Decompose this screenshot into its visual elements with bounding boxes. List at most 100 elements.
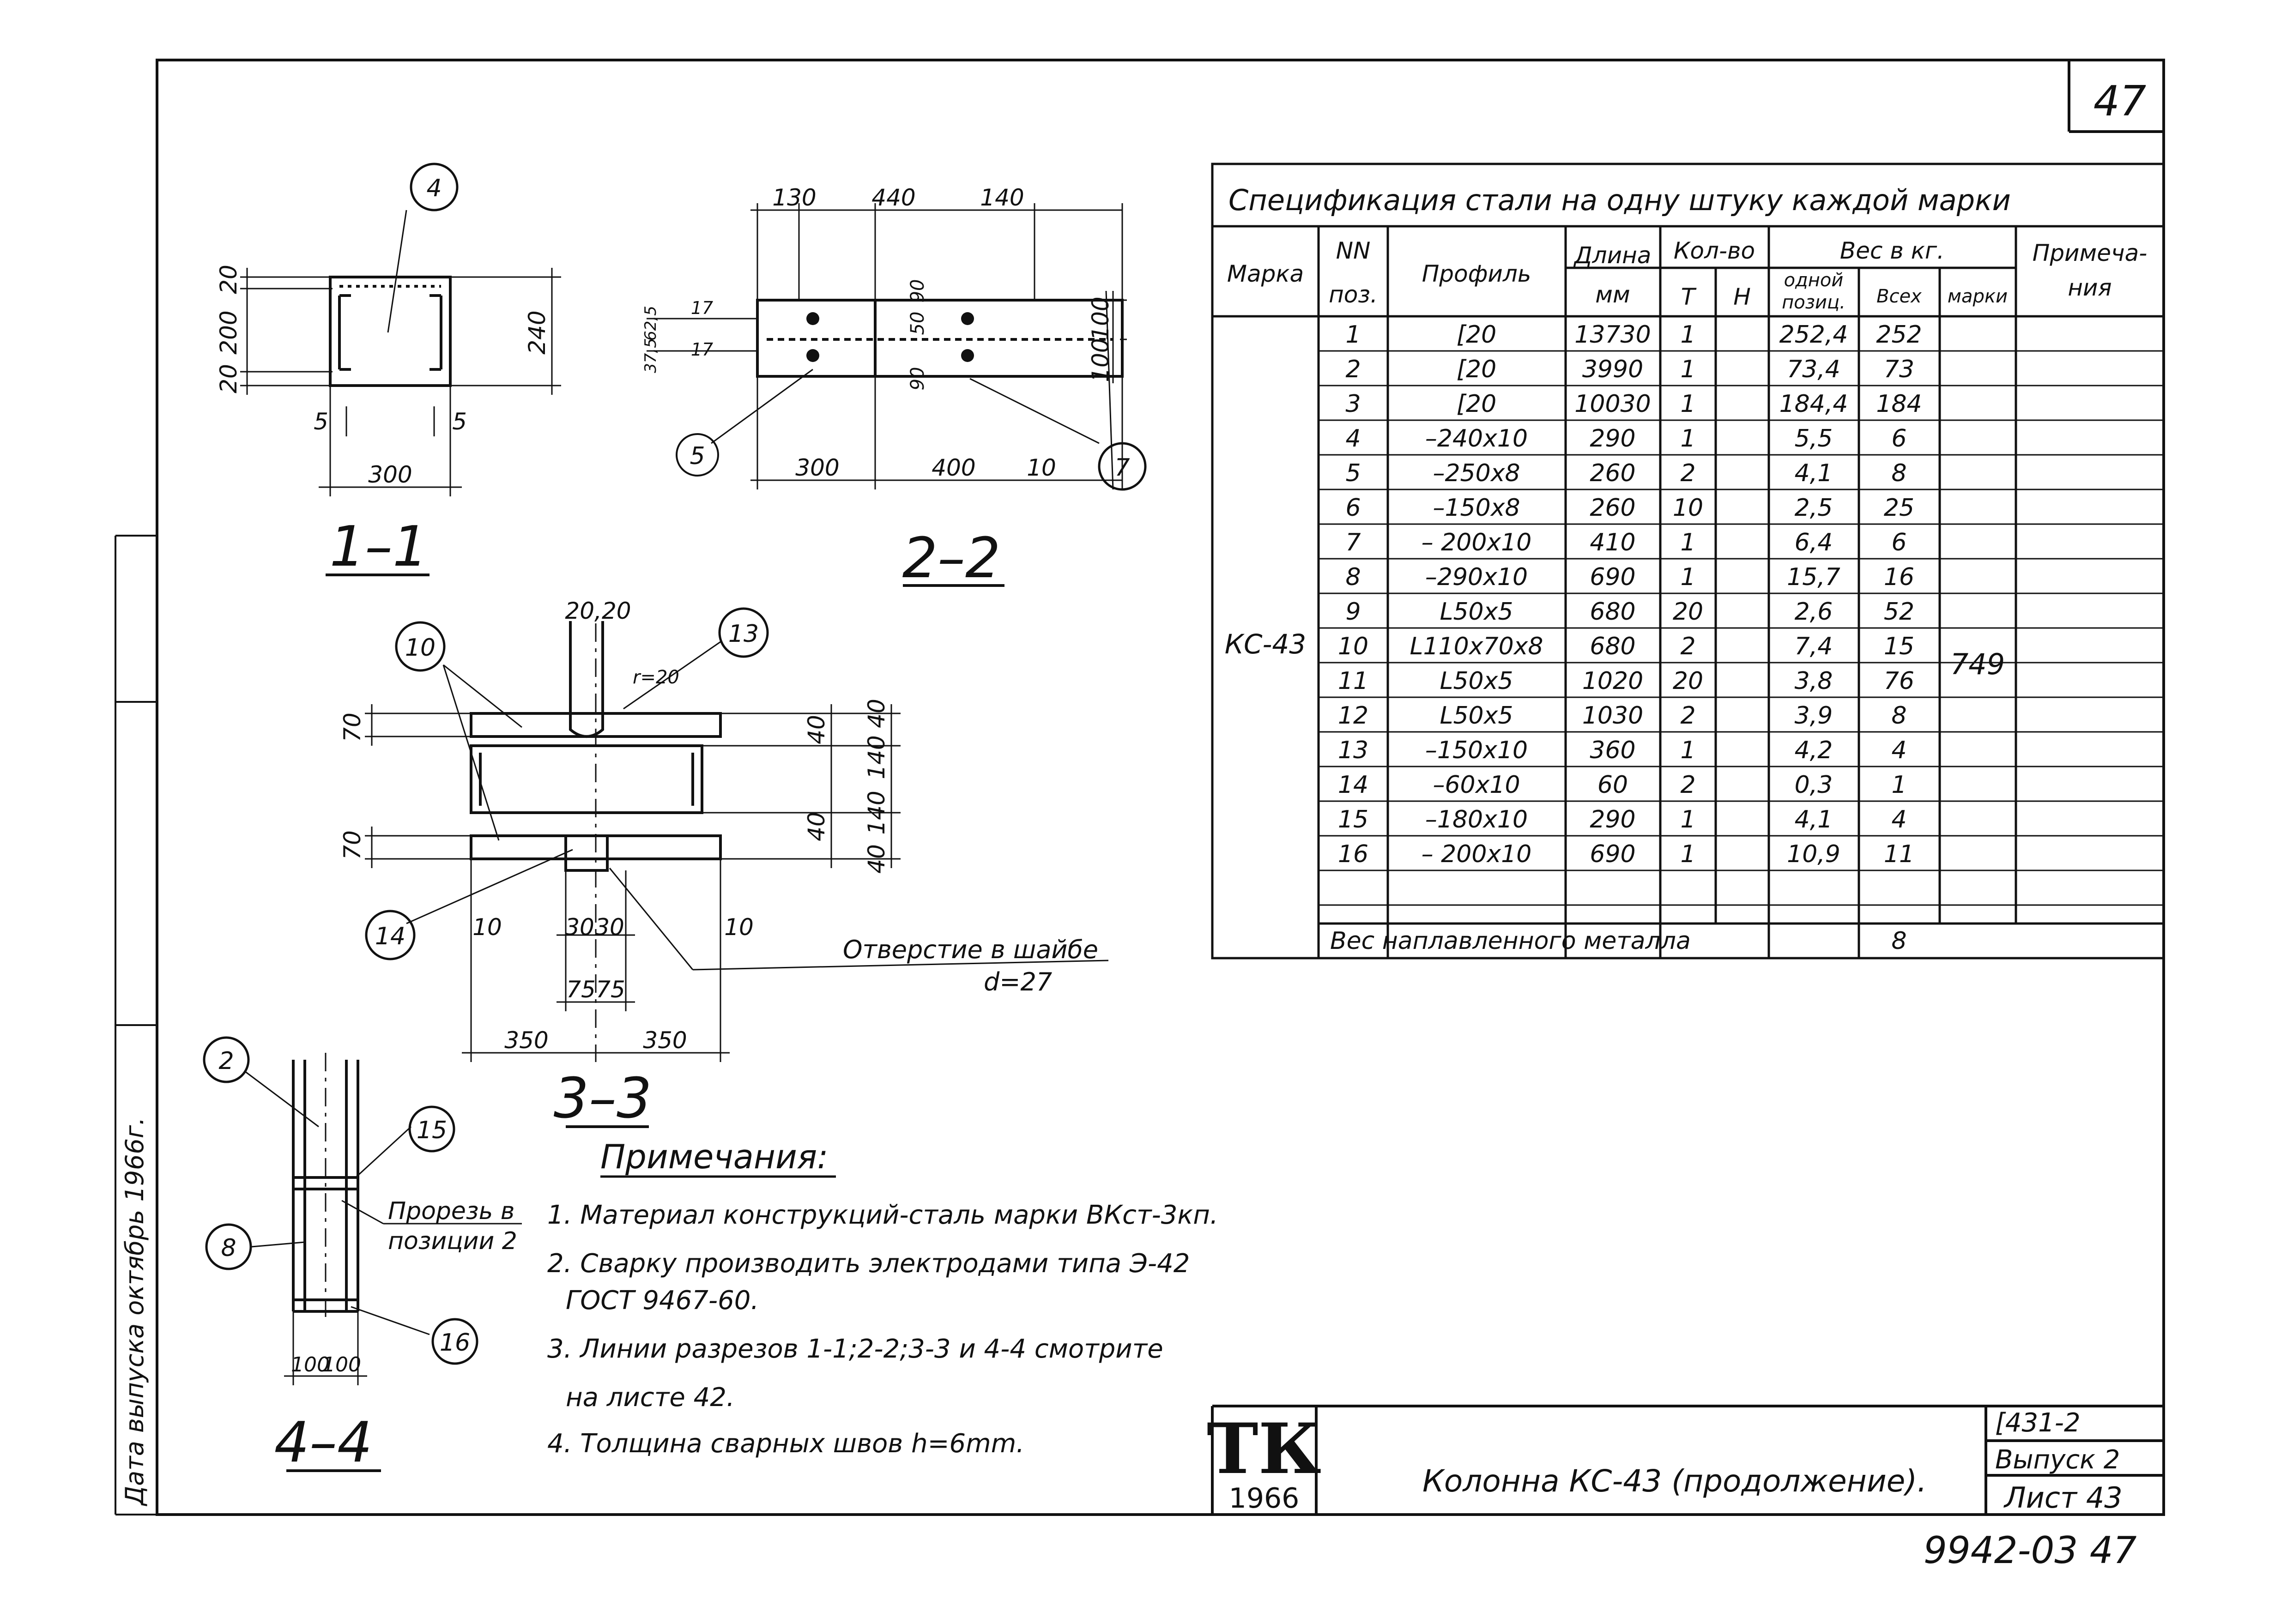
weld-all: 8 (1891, 927, 1906, 955)
spec-cell-length: 260 (1590, 459, 1635, 487)
spec-cell-length: 10030 (1574, 390, 1651, 418)
hdr-qty-t: Т (1681, 284, 1697, 310)
note-4: 4. Толщина сварных швов h=6mm. (547, 1429, 1024, 1459)
spec-cell-t: 2 (1680, 459, 1695, 487)
stamp-title: Колонна КС-43 (продолжение). (1422, 1463, 1927, 1499)
spec-table: Спецификация стали на одну штуку каждой … (1211, 163, 2165, 960)
spec-cell-t: 1 (1680, 390, 1695, 418)
dim-20a: 20 (215, 265, 242, 294)
stamp-logo: ТК (1207, 1408, 1321, 1490)
dim-240: 240 (524, 310, 551, 354)
spec-cell-one: 0,3 (1795, 771, 1833, 799)
notes-title: Примечания: (600, 1137, 828, 1176)
label-4-4: 4–4 (274, 1411, 373, 1475)
dim-90a: 90 (907, 279, 928, 303)
stamp-series: [431-2 (1995, 1408, 2081, 1438)
dim-10b-33: 10 (724, 914, 754, 941)
callout-16: 16 (440, 1329, 470, 1357)
spec-cell-all: 11 (1884, 840, 1914, 868)
dim-300-22: 300 (795, 454, 839, 481)
dim-350a: 350 (504, 1027, 548, 1054)
note-3b: на листе 42. (566, 1383, 735, 1413)
hdr-length-1: Длина (1573, 242, 1652, 269)
hole-d: d=27 (984, 967, 1052, 996)
spec-cell-pos: 4 (1345, 425, 1361, 453)
dim-300: 300 (368, 461, 412, 488)
spec-cell-one: 6,4 (1795, 529, 1833, 556)
spec-cell-one: 3,8 (1795, 667, 1833, 695)
spec-cell-one: 252,4 (1779, 321, 1848, 349)
section-3-3: 10 13 14 20,20 r=20 70 70 40 40 40 140 1… (339, 598, 1109, 1131)
dim-140b: 140 (863, 791, 890, 834)
spec-cell-profile: [20 (1457, 390, 1496, 418)
spec-cell-t: 1 (1680, 563, 1695, 591)
dim-20-20: 20,20 (565, 598, 631, 624)
dim-30b: 30 (595, 914, 624, 941)
dim-40d: 40 (863, 844, 890, 874)
dim-17a: 17 (691, 298, 713, 318)
spec-cell-length: 1020 (1582, 667, 1643, 695)
hdr-w-one-2: позиц. (1782, 292, 1845, 313)
spec-cell-profile: – 200x10 (1422, 529, 1532, 556)
spec-cell-pos: 5 (1345, 459, 1361, 487)
spec-cell-length: 1030 (1582, 702, 1643, 730)
spec-cell-one: 4,2 (1795, 737, 1833, 764)
spec-cell-t: 2 (1680, 771, 1695, 799)
section-1-1: 4 20 200 20 240 5 5 300 1–1 (215, 163, 561, 579)
hdr-qty-n: Н (1733, 284, 1751, 310)
dim-100a-22: 100 (1087, 296, 1114, 340)
spec-cell-profile: –150x8 (1433, 494, 1520, 522)
spec-cell-all: 25 (1884, 494, 1914, 522)
dim-10a-33: 10 (472, 914, 502, 941)
dim-90b: 90 (907, 367, 928, 391)
note-3: 3. Линии разрезов 1-1;2-2;3-3 и 4-4 смот… (547, 1334, 1163, 1364)
notes: Примечания: 1. Материал конструкций-стал… (547, 1137, 1218, 1459)
label-1-1: 1–1 (330, 515, 428, 579)
callout-10: 10 (405, 634, 436, 662)
spec-cell-length: 13730 (1574, 321, 1651, 349)
hdr-marka: Марка (1227, 260, 1304, 287)
slot-label-1: Прорезь в (388, 1197, 514, 1225)
dim-40a: 40 (803, 715, 830, 744)
spec-cell-all: 73 (1884, 356, 1914, 383)
dim-50: 50 (907, 312, 928, 335)
dim-5a: 5 (314, 408, 328, 435)
spec-cell-one: 5,5 (1795, 425, 1833, 453)
spec-cell-all: 8 (1891, 459, 1906, 487)
footer-code: 9942-03 47 (1924, 1529, 2137, 1572)
callout-2: 2 (218, 1047, 234, 1075)
spec-cell-t: 1 (1680, 356, 1695, 383)
spec-cell-t: 10 (1673, 494, 1703, 522)
dim-70a: 70 (339, 712, 366, 742)
spec-cell-pos: 6 (1345, 494, 1361, 522)
dim-130: 130 (772, 184, 816, 211)
dim-350b: 350 (643, 1027, 687, 1054)
title-stamp: ТК 1966 Колонна КС-43 (продолжение). [43… (1207, 1405, 2164, 1515)
label-3-3: 3–3 (554, 1067, 652, 1131)
dim-17b: 17 (691, 339, 713, 360)
spec-cell-t: 20 (1673, 598, 1703, 626)
spec-cell-t: 1 (1680, 321, 1695, 349)
spec-cell-pos: 8 (1345, 563, 1361, 591)
spec-cell-all: 4 (1891, 806, 1906, 833)
hole-label: Отверстие в шайбе (843, 935, 1098, 964)
spec-cell-length: 680 (1590, 633, 1635, 660)
hdr-w-mark: марки (1948, 286, 2008, 307)
dim-75a: 75 (566, 976, 596, 1003)
spec-cell-one: 7,4 (1795, 633, 1833, 660)
spec-cell-all: 16 (1884, 563, 1914, 591)
stamp-issue: Выпуск 2 (1995, 1445, 2120, 1475)
spec-cell-length: 60 (1597, 771, 1628, 799)
side-stamp: Дата выпуска октябрь 1966г. (120, 1117, 149, 1506)
spec-cell-profile: –250x8 (1433, 459, 1520, 487)
dim-30a: 30 (565, 914, 594, 941)
